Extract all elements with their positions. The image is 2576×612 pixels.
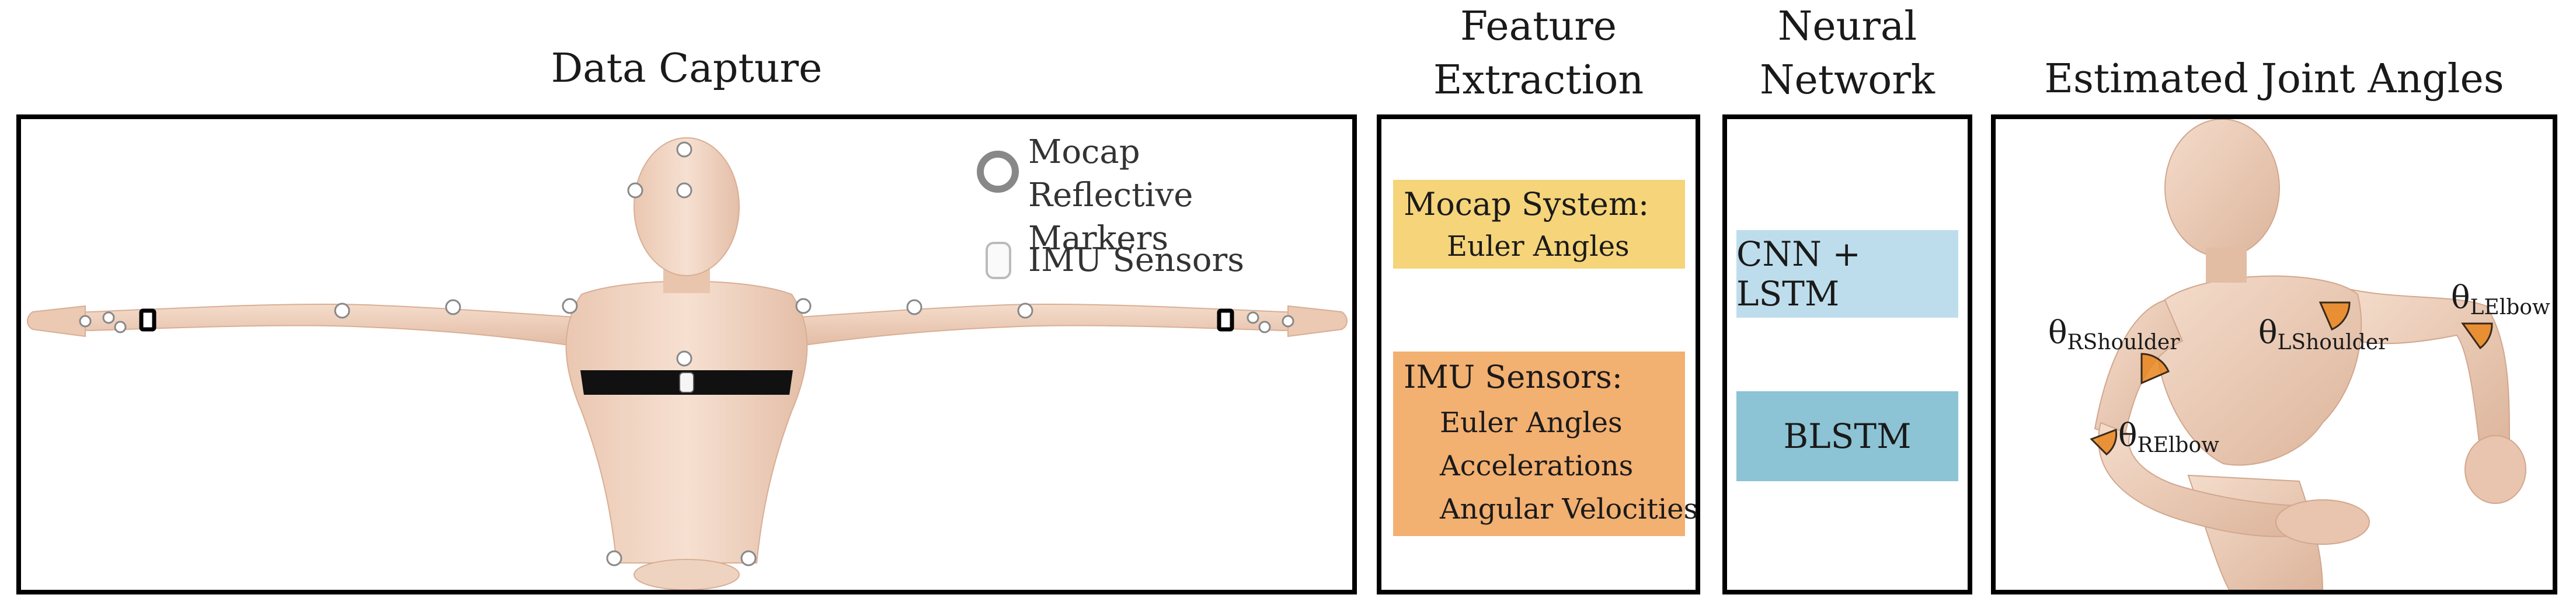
estimated-angles-panel: θRShoulder θLShoulder θLElbow θRElbow bbox=[1991, 114, 2557, 594]
imu-item-euler-angles: Euler Angles bbox=[1440, 406, 1623, 439]
imu-sensors-title: IMU Sensors: bbox=[1404, 359, 1623, 395]
lshoulder-theta: θ bbox=[2258, 314, 2278, 351]
mocap-system-box: Mocap System: Euler Angles bbox=[1393, 180, 1685, 269]
imu-sensor-legend-icon bbox=[986, 242, 1011, 279]
torso bbox=[565, 280, 808, 564]
lelbow-subscript: LElbow bbox=[2470, 295, 2550, 319]
posed-mannequin-figure bbox=[2090, 119, 2526, 590]
rshoulder-angle-label: θRShoulder bbox=[2048, 315, 2180, 360]
left-wrist-imu-sensor bbox=[139, 308, 156, 332]
cnn-lstm-box: CNN + LSTM bbox=[1736, 230, 1958, 318]
lshoulder-angle-wedge bbox=[2319, 301, 2351, 331]
mocap-markers-legend-label: Mocap Reflective Markers bbox=[1028, 133, 1193, 258]
imu-item-angular-velocities: Angular Velocities bbox=[1440, 493, 1698, 526]
chest-imu-sensor bbox=[679, 372, 694, 393]
head bbox=[633, 137, 740, 276]
imu-sensors-box: IMU Sensors: Euler Angles Accelerations … bbox=[1393, 352, 1698, 536]
joint-angle-wedges bbox=[2090, 301, 2493, 456]
right-arm bbox=[791, 303, 1324, 348]
mocap-markers bbox=[79, 141, 1294, 566]
head bbox=[2164, 119, 2280, 258]
torso bbox=[2152, 275, 2362, 466]
relbow-angle-wedge bbox=[2090, 428, 2118, 456]
neural-network-title-line1: Neural bbox=[1777, 4, 1917, 50]
relbow-subscript: RElbow bbox=[2137, 433, 2219, 457]
left-hand bbox=[2464, 435, 2526, 504]
t-pose-mannequin-figure bbox=[27, 137, 1348, 590]
imu-sensors-legend-label: IMU Sensors bbox=[1028, 241, 1244, 279]
lelbow-angle-label: θLElbow bbox=[2451, 280, 2550, 325]
rshoulder-theta: θ bbox=[2048, 314, 2067, 351]
imu-item-accelerations: Accelerations bbox=[1440, 450, 1634, 482]
feature-extraction-title: Feature Extraction bbox=[1377, 0, 1700, 107]
neural-network-title: Neural Network bbox=[1722, 0, 1972, 107]
rshoulder-subscript: RShoulder bbox=[2067, 331, 2180, 354]
relbow-theta: θ bbox=[2118, 417, 2138, 454]
left-hand bbox=[27, 305, 86, 338]
right-wrist-imu-sensor bbox=[1217, 308, 1234, 332]
lshoulder-subscript: LShoulder bbox=[2277, 331, 2389, 354]
data-capture-panel: Mocap Reflective Markers IMU Sensors bbox=[16, 114, 1357, 594]
neural-network-panel: CNN + LSTM BLSTM bbox=[1722, 114, 1972, 594]
lshoulder-angle-label: θLShoulder bbox=[2258, 315, 2388, 360]
feature-extraction-panel: Mocap System: Euler Angles IMU Sensors: … bbox=[1377, 114, 1700, 594]
right-hand bbox=[2275, 499, 2370, 545]
right-upper-arm bbox=[2094, 299, 2184, 440]
left-arm bbox=[55, 303, 582, 348]
mocap-system-item: Euler Angles bbox=[1447, 230, 1630, 263]
mocap-system-title: Mocap System: bbox=[1404, 186, 1649, 222]
estimated-joint-angles-title: Estimated Joint Angles bbox=[2044, 56, 2504, 102]
right-hand bbox=[1287, 305, 1348, 338]
blstm-box: BLSTM bbox=[1736, 391, 1958, 481]
mocap-marker-legend-icon bbox=[977, 151, 1019, 193]
data-capture-title: Data Capture bbox=[551, 46, 823, 92]
relbow-angle-label: θRElbow bbox=[2118, 418, 2219, 463]
feature-extraction-title-line2: Extraction bbox=[1433, 57, 1644, 103]
lelbow-theta: θ bbox=[2451, 279, 2470, 316]
feature-extraction-title-line1: Feature bbox=[1460, 4, 1617, 50]
neural-network-title-line2: Network bbox=[1760, 57, 1935, 103]
rshoulder-angle-wedge bbox=[2140, 353, 2170, 385]
lelbow-angle-wedge bbox=[2461, 322, 2493, 350]
